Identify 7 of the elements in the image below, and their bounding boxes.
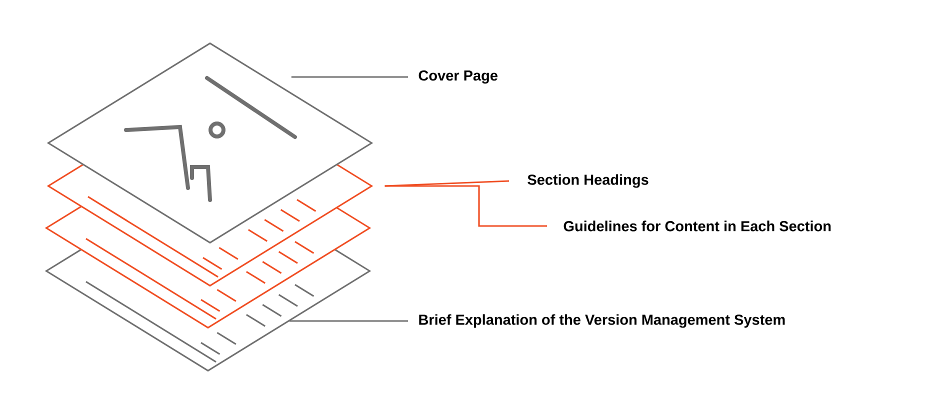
- label-text: Section Headings: [528, 174, 648, 188]
- leader-line: [384, 185, 547, 227]
- leader-line: [289, 320, 408, 322]
- label-text: Guidelines for Content in Each Section: [564, 220, 831, 232]
- label-text: Brief Explanation of the Version Management System: [419, 314, 785, 328]
- label-text: Cover Page: [418, 70, 498, 84]
- leader-line: [291, 76, 408, 78]
